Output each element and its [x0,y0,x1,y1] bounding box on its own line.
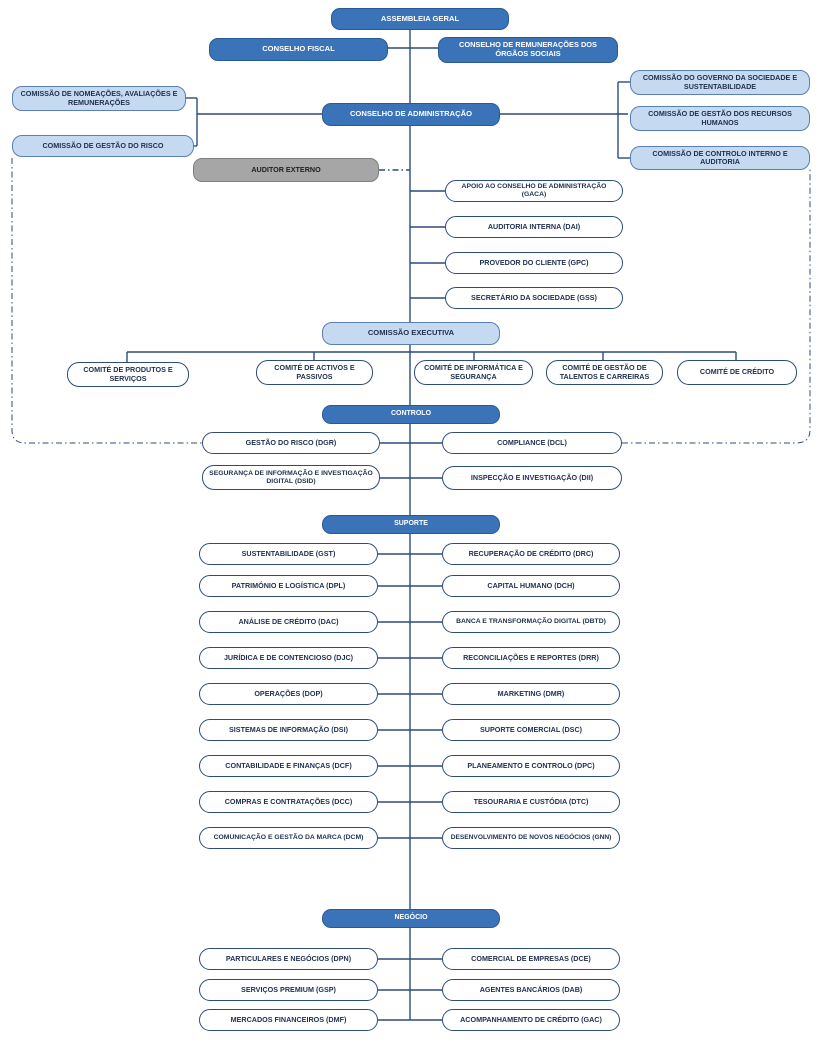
suporte-left-dop: OPERAÇÕES (DOP) [199,683,378,705]
assembleia-geral-box: ASSEMBLEIA GERAL [331,8,509,30]
suporte-left-dcc: COMPRAS E CONTRATAÇÕES (DCC) [199,791,378,813]
committee-activos: COMITÉ DE ACTIVOS E PASSIVOS [256,360,373,385]
committee-talentos: COMITÉ DE GESTÃO DE TALENTOS E CARREIRAS [546,360,663,385]
suporte-header: SUPORTE [322,515,500,534]
suporte-right-dmr: MARKETING (DMR) [442,683,620,705]
suporte-right-dsc: SUPORTE COMERCIAL (DSC) [442,719,620,741]
conselho-fiscal-box: CONSELHO FISCAL [209,38,388,61]
suporte-left-dsi: SISTEMAS DE INFORMAÇÃO (DSI) [199,719,378,741]
committee-credito: COMITÉ DE CRÉDITO [677,360,797,385]
comissao-risco-box: COMISSÃO DE GESTÃO DO RISCO [12,135,194,157]
suporte-right-gnn: DESENVOLVIMENTO DE NOVOS NEGÓCIOS (GNN) [442,827,620,849]
suporte-right-drc: RECUPERAÇÃO DE CRÉDITO (DRC) [442,543,620,565]
auditor-externo-box: AUDITOR EXTERNO [193,158,379,182]
suporte-left-gst: SUSTENTABILIDADE (GST) [199,543,378,565]
controlo-right-dcl: COMPLIANCE (DCL) [442,432,622,454]
suporte-left-dac: ANÁLISE DE CRÉDITO (DAC) [199,611,378,633]
comissao-nomeacoes-box: COMISSÃO DE NOMEAÇÕES, AVALIAÇÕES E REMU… [12,86,186,111]
suporte-right-dtc: TESOURARIA E CUSTÓDIA (DTC) [442,791,620,813]
board-support-gaca: APOIO AO CONSELHO DE ADMINISTRAÇÃO (GACA… [445,180,623,202]
suporte-right-dch: CAPITAL HUMANO (DCH) [442,575,620,597]
committee-informatica: COMITÉ DE INFORMÁTICA E SEGURANÇA [414,360,533,385]
negocio-right-gac: ACOMPANHAMENTO DE CRÉDITO (GAC) [442,1009,620,1031]
suporte-right-drr: RECONCILIAÇÕES E REPORTES (DRR) [442,647,620,669]
negocio-right-dce: COMERCIAL DE EMPRESAS (DCE) [442,948,620,970]
comissao-governo-box: COMISSÃO DO GOVERNO DA SOCIEDADE E SUSTE… [630,70,810,95]
comissao-executiva-box: COMISSÃO EXECUTIVA [322,322,500,345]
controlo-left-dsid: SEGURANÇA DE INFORMAÇÃO E INVESTIGAÇÃO D… [202,465,380,490]
negocio-left-dpn: PARTICULARES E NEGÓCIOS (DPN) [199,948,378,970]
suporte-left-dcm: COMUNICAÇÃO E GESTÃO DA MARCA (DCM) [199,827,378,849]
suporte-left-djc: JURÍDICA E DE CONTENCIOSO (DJC) [199,647,378,669]
board-support-gss: SECRETÁRIO DA SOCIEDADE (GSS) [445,287,623,309]
negocio-left-gsp: SERVIÇOS PREMIUM (GSP) [199,979,378,1001]
comissao-controlo-box: COMISSÃO DE CONTROLO INTERNO E AUDITORIA [630,146,810,170]
board-support-gpc: PROVEDOR DO CLIENTE (GPC) [445,252,623,274]
controlo-right-dii: INSPECÇÃO E INVESTIGAÇÃO (DII) [442,466,622,490]
conselho-remuneracoes-box: CONSELHO DE REMUNERAÇÕES DOS ÓRGÃOS SOCI… [438,37,618,63]
committee-produtos: COMITÉ DE PRODUTOS E SERVIÇOS [67,362,189,387]
suporte-left-dpl: PATRIMÓNIO E LOGÍSTICA (DPL) [199,575,378,597]
suporte-left-dcf: CONTABILIDADE E FINANÇAS (DCF) [199,755,378,777]
suporte-right-dpc: PLANEAMENTO E CONTROLO (DPC) [442,755,620,777]
comissao-rh-box: COMISSÃO DE GESTÃO DOS RECURSOS HUMANOS [630,106,810,131]
negocio-left-dmf: MERCADOS FINANCEIROS (DMF) [199,1009,378,1031]
conselho-administracao-box: CONSELHO DE ADMINISTRAÇÃO [322,103,500,126]
suporte-right-dbtd: BANCA E TRANSFORMAÇÃO DIGITAL (DBTD) [442,611,620,633]
controlo-header: CONTROLO [322,405,500,424]
board-support-dai: AUDITORIA INTERNA (DAI) [445,216,623,238]
negocio-header: NEGÓCIO [322,909,500,928]
negocio-right-dab: AGENTES BANCÁRIOS (DAB) [442,979,620,1001]
audit-scope-boundary [11,158,811,444]
controlo-left-dgr: GESTÃO DO RISCO (DGR) [202,432,380,454]
